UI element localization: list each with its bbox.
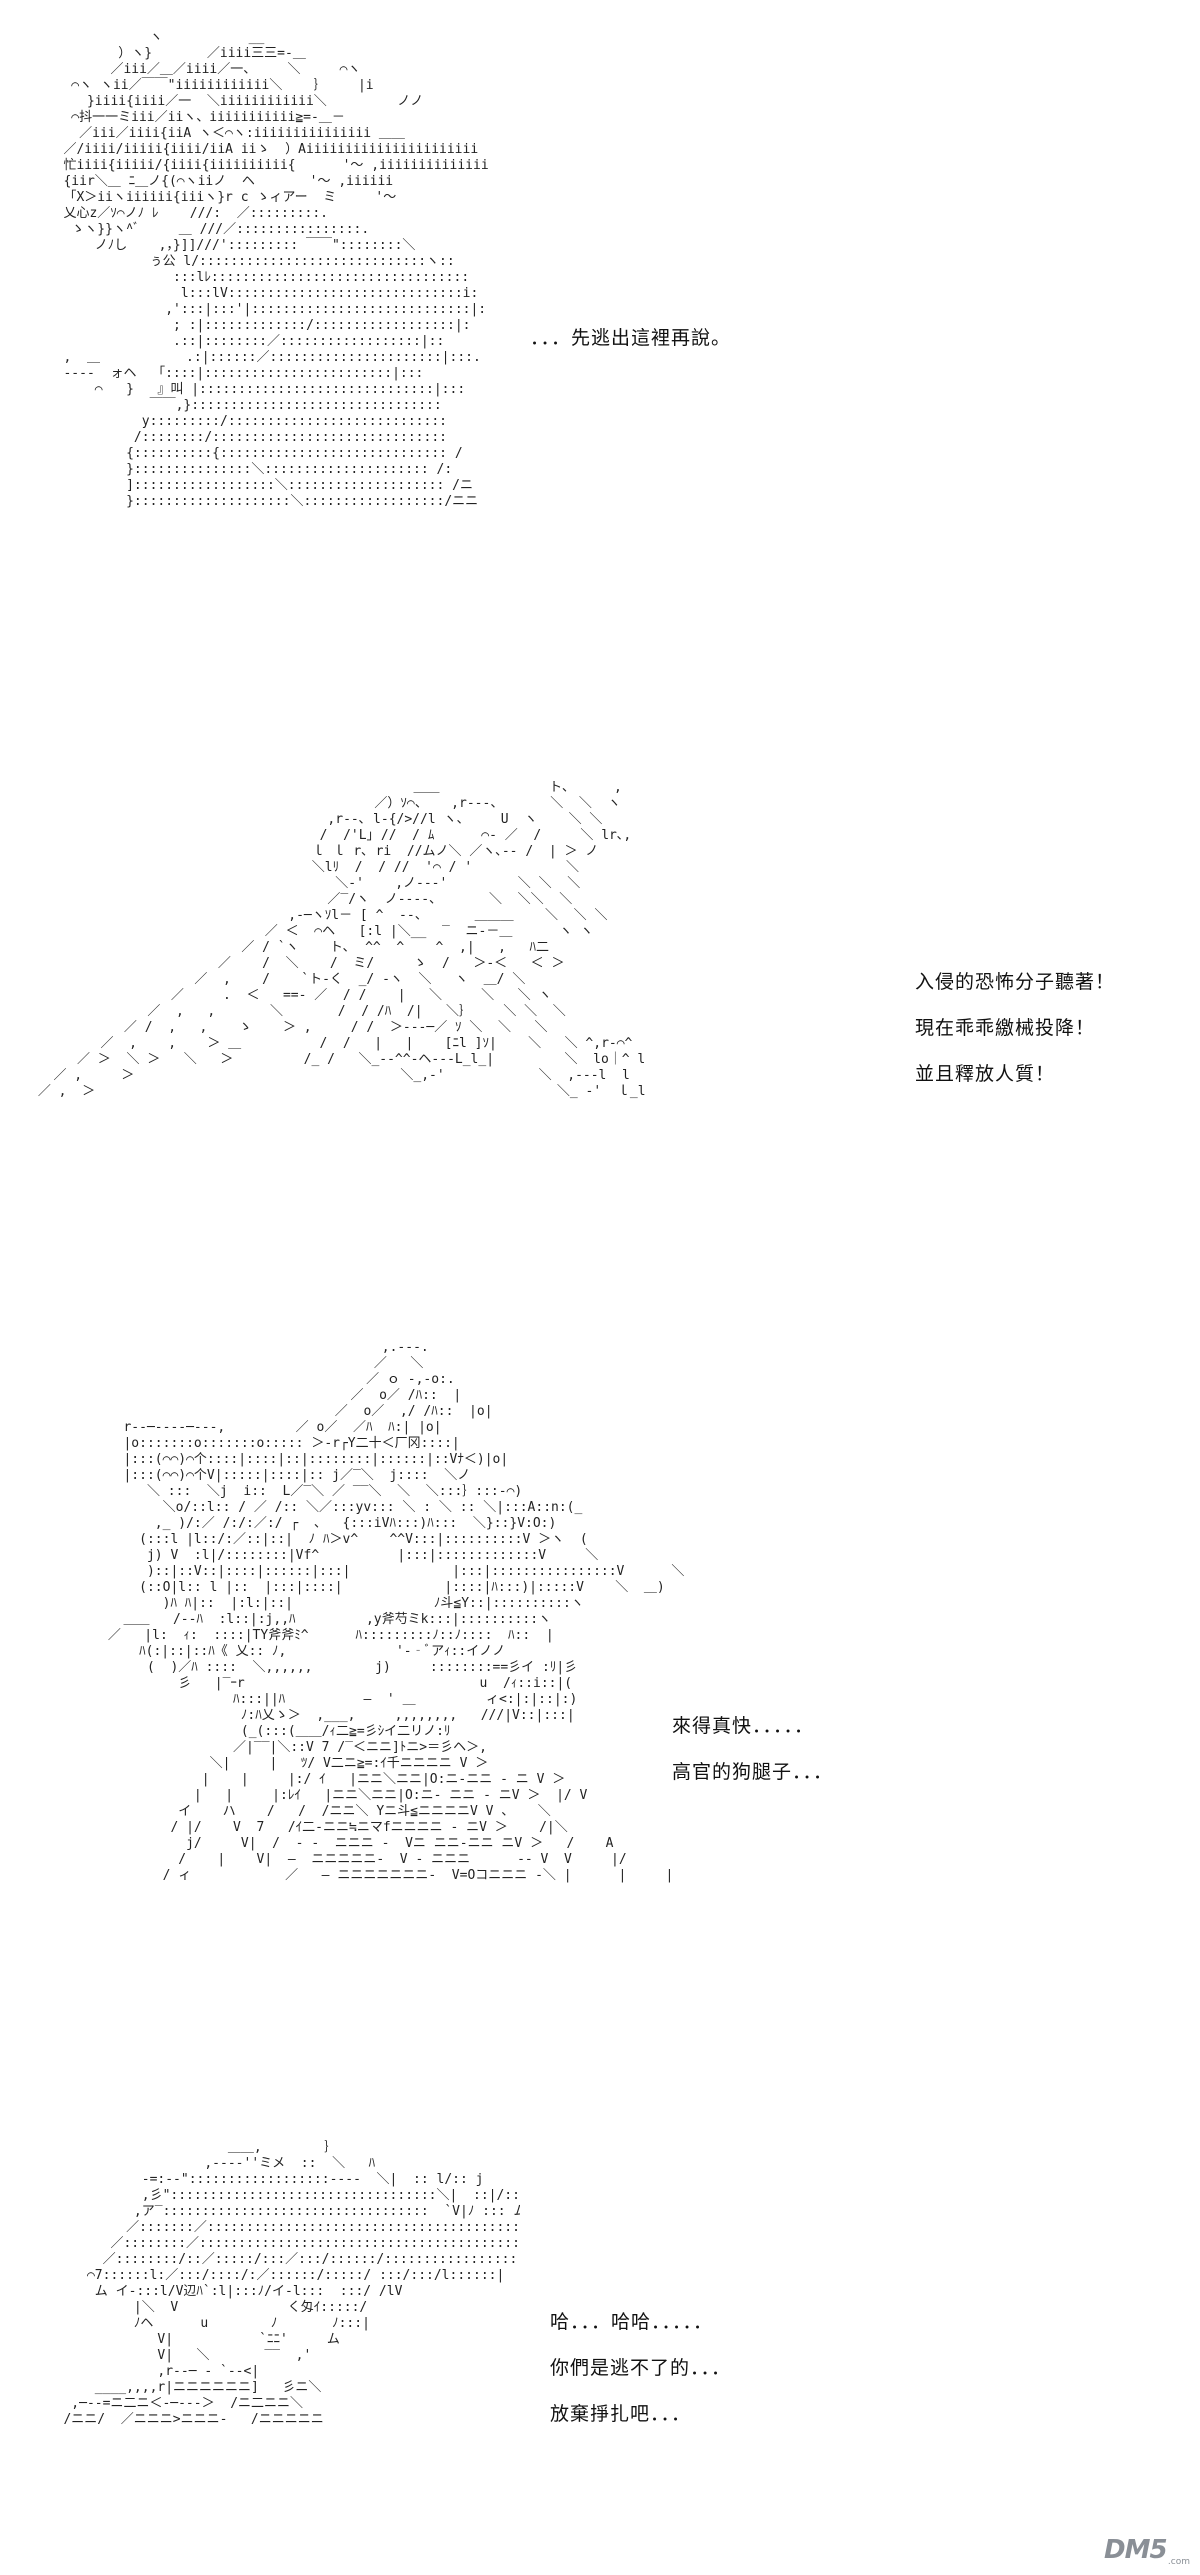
dialogue-box-4: 哈．．．哈哈．．．．． 你們是逃不了的．．． 放棄掙扎吧．．． [550,2312,731,2450]
dialogue-line: 放棄掙扎吧．．． [550,2403,692,2425]
dialogue-line: 現在乖乖繳械投降！ [915,1017,1096,1039]
ascii-art-character-with-rifle: ＿＿ ト、 , ／）ｿ⌒、 ,r---、 ＼ ＼ ヽ ,r--､ l-{/>//… [30,780,646,1099]
dialogue-line: 哈．．．哈哈．．．．． [550,2311,714,2333]
watermark-logo-text: DM5 [1104,2535,1168,2565]
ascii-art-character-hooded: ヽ __ ）ヽ} ／iiii三三=-＿ ／iii／＿／iiii／一、 ＼ ⌒ヽ … [40,30,489,509]
dialogue-line: 高官的狗腿子．．． [672,1761,834,1783]
panel-4: ＿＿, ｝ ,-‐-‐''ミメ :: ＼ ﾊ ‐=:‐‐":::::::::::… [0,2140,1200,2575]
dialogue-box-2: 入侵的恐怖分子聽著！ 現在乖乖繳械投降！ 並且釋放人質！ [915,972,1115,1110]
panel-2: ＿＿ ト、 , ／）ｿ⌒、 ,r---、 ＼ ＼ ヽ ,r--､ l-{/>//… [0,780,1200,1340]
site-watermark-logo: DM5 .com [1104,2535,1190,2569]
dialogue-line: 來得真快．．．．． [672,1715,815,1737]
dialogue-line: ．．．先逃出這裡再說。 [530,327,732,349]
watermark-domain-suffix: .com [1167,2557,1190,2567]
dialogue-line: 你們是逃不了的．．． [550,2357,732,2379]
panel-3: ,.-‐‐. ／ ＼ ／ ｏ -,‐o:. ／ o／ /ﾊ:: | ／ o／ ,… [0,1340,1200,2140]
ascii-art-character-spiky-hair: ＿＿, ｝ ,-‐-‐''ミメ :: ＼ ﾊ ‐=:‐‐":::::::::::… [40,2140,520,2427]
ascii-art-character-in-uniform: ,.-‐‐. ／ ＼ ／ ｏ -,‐o:. ／ o／ /ﾊ:: | ／ o／ ,… [100,1340,685,1883]
panel-1: ヽ __ ）ヽ} ／iiii三三=-＿ ／iii／＿／iiii／一、 ＼ ⌒ヽ … [0,0,1200,780]
dialogue-box-1: ．．．先逃出這裡再說。 [530,328,731,374]
dialogue-box-3: 來得真快．．．．． 高官的狗腿子．．． [672,1716,833,1808]
dialogue-line: 入侵的恐怖分子聽著！ [915,971,1116,993]
dialogue-line: 並且釋放人質！ [915,1063,1056,1085]
